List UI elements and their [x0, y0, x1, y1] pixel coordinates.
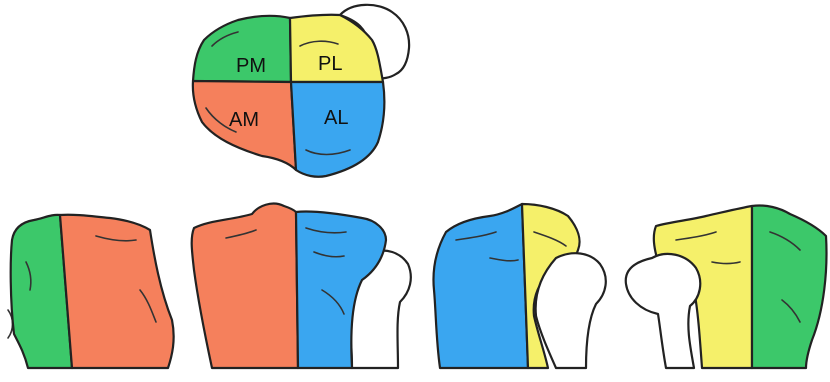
al-quadrant [291, 82, 384, 177]
anterior-side-view [192, 204, 411, 368]
view2-am-region [192, 204, 298, 368]
pm-label: PM [236, 55, 266, 77]
view3-fibula [536, 253, 606, 368]
view4-pm-region [752, 205, 826, 368]
view4-fibula [626, 254, 701, 368]
pl-label: PL [318, 53, 342, 75]
axial-plateau-view: PM PL AM AL [193, 5, 409, 177]
view3-al-region [434, 204, 529, 368]
medial-side-view [8, 215, 174, 368]
view1-am-region [60, 215, 174, 368]
al-label: AL [324, 107, 348, 129]
am-label: AM [229, 109, 259, 131]
lateral-side-view [434, 204, 606, 368]
posterior-side-view [626, 205, 827, 368]
